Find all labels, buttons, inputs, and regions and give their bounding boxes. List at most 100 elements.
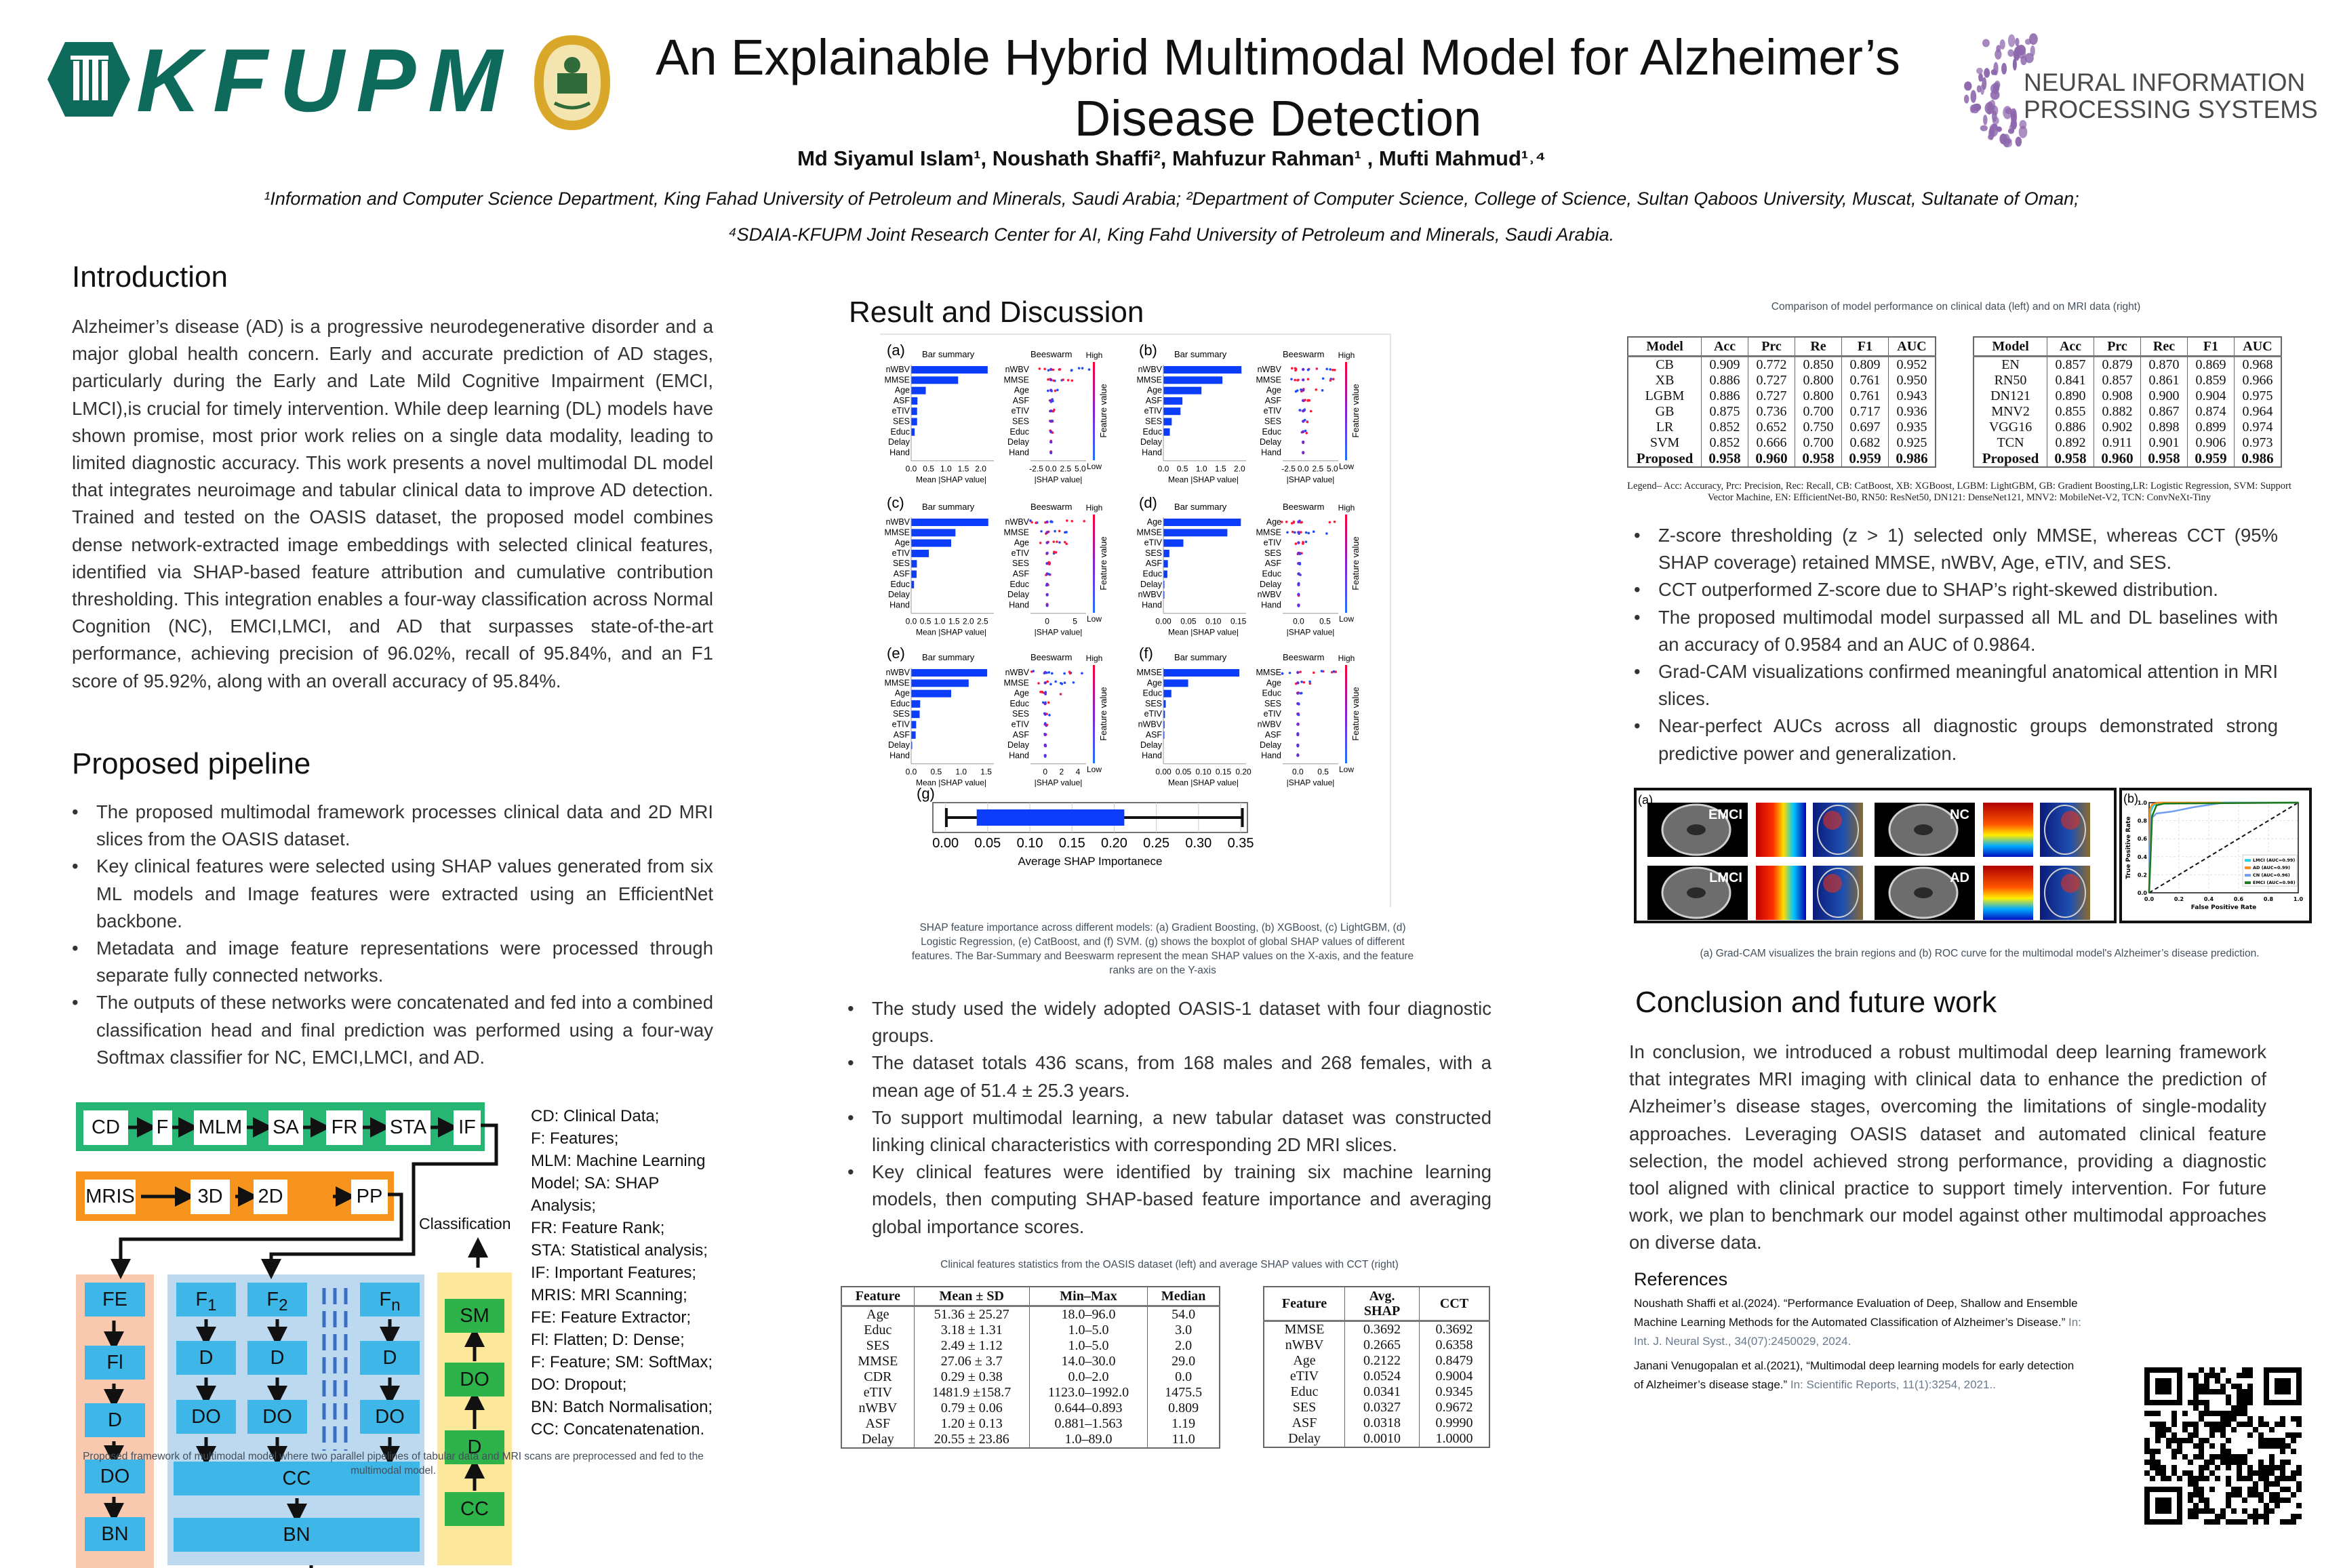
beeswarm-point (1302, 367, 1305, 371)
qr-module (2188, 1497, 2193, 1503)
qr-module (2188, 1432, 2193, 1438)
qr-module (2247, 1384, 2253, 1389)
beeswarm-point (1063, 681, 1066, 684)
beeswarm-feature-label: Age (1266, 517, 1281, 527)
qr-module (2280, 1519, 2285, 1525)
table-cell: 0.898 (2140, 420, 2188, 435)
boxplot-x-tick: 0.10 (1017, 836, 1043, 851)
qr-module (2193, 1384, 2199, 1389)
reference-source[interactable]: In: Int. J. Neural Syst., 34(07):2450029… (1634, 1316, 2081, 1348)
beeswarm-x-label: |SHAP value| (1035, 475, 1083, 485)
qr-module (2204, 1400, 2209, 1405)
qr-module (2253, 1508, 2258, 1514)
qr-module (2155, 1460, 2161, 1465)
qr-module (2285, 1443, 2291, 1449)
diagram-connectors (104, 1117, 498, 1568)
image-layer-bn: BN (85, 1517, 145, 1551)
table-cell: 0.958 (1701, 451, 1748, 467)
table-cell: 0.0 (1147, 1369, 1220, 1385)
shap-bar (911, 689, 951, 698)
beeswarm-feature-label: nWBV (1258, 365, 1282, 374)
beeswarm-point (1297, 582, 1300, 586)
feature-label: ASF (1146, 559, 1163, 568)
shap-bar (911, 731, 916, 739)
column-header: Min–Max (1028, 1287, 1148, 1307)
beeswarm-x-tick: 2.5 (1312, 464, 1323, 474)
clinical-step-if-label: IF (458, 1117, 476, 1138)
beeswarm-point (1302, 451, 1305, 454)
qr-module (2285, 1487, 2291, 1492)
column-header: Model (1628, 337, 1702, 357)
table-cell: 3.18 ± 1.31 (913, 1323, 1030, 1338)
table-cell: 0.952 (1887, 356, 1936, 373)
table-cell: 0.736 (1748, 404, 1795, 420)
boxplot-x-tick: 0.30 (1185, 836, 1211, 851)
qr-module (2220, 1454, 2226, 1460)
bar-x-tick: 0.10 (1195, 767, 1211, 777)
qr-module (2258, 1470, 2264, 1476)
feature-label: Educ (1143, 569, 1163, 579)
image-layer-bn-label: BN (101, 1523, 129, 1545)
qr-module (2296, 1481, 2302, 1487)
tabular-feature-head-label: F (195, 1289, 208, 1310)
mri-step-mris-label: MRIS (85, 1186, 135, 1207)
qr-module (2275, 1465, 2280, 1470)
table-cell: 0.79 ± 0.06 (913, 1401, 1030, 1416)
roc-x-tick: 0.0 (2144, 896, 2155, 902)
roc-legend-label: AD (AUC=0.99) (2253, 865, 2290, 870)
qr-module (2231, 1460, 2237, 1465)
reference-source[interactable]: In: Scientific Reports, 11(1):3254, 2021… (1787, 1378, 1996, 1391)
beeswarm-feature-label: Delay (1007, 740, 1030, 750)
beeswarm-point (1045, 592, 1049, 597)
image-layer-do: DO (85, 1460, 145, 1493)
comparison-legend: Legend– Acc: Accuracy, Prc: Precision, R… (1620, 481, 2298, 504)
colorbar-low-label: Low (1087, 614, 1102, 624)
beeswarm-feature-label: Delay (1007, 590, 1030, 599)
feature-label: Age (895, 538, 910, 548)
qr-module (2258, 1432, 2264, 1438)
classifier-layer-d-label: D (467, 1436, 482, 1458)
table-cell: 0.772 (1748, 356, 1795, 373)
feature-label: MMSE (885, 678, 910, 687)
beeswarm-feature-label: nWBV (1258, 590, 1282, 599)
beeswarm-title: Beeswarm (1283, 652, 1324, 662)
beeswarm-feature-label: Hand (1009, 750, 1029, 760)
qr-module (2247, 1389, 2253, 1394)
beeswarm-x-label: |SHAP value| (1287, 778, 1335, 788)
feature-label: Age (1147, 678, 1162, 687)
neurips-dot (2010, 119, 2018, 130)
table-cell: 0.697 (1841, 420, 1889, 435)
table-cell: 0.959 (1841, 451, 1889, 467)
beeswarm-feature-label: MMSE (1256, 668, 1282, 677)
neurips-dot (1982, 115, 1988, 125)
table-cell: 0.958 (2140, 451, 2188, 467)
qr-module (2150, 1465, 2155, 1470)
colorbar-title: Feature value (1350, 536, 1361, 590)
qr-module (2144, 1470, 2150, 1476)
beeswarm-point (1296, 702, 1300, 706)
overlay-hotspot (1823, 874, 1842, 893)
beeswarm-point (1304, 540, 1308, 544)
shap-caption: SHAP feature importance across different… (911, 922, 1414, 976)
beeswarm-point (1333, 520, 1336, 523)
beeswarm-point (1306, 399, 1309, 402)
colorbar-high-label: High (1338, 654, 1355, 663)
qr-code[interactable] (2144, 1367, 2302, 1525)
beeswarm-point (1302, 378, 1305, 382)
beeswarm-point (1296, 379, 1299, 382)
pipeline-bullet: Metadata and image feature representatio… (72, 935, 713, 989)
beeswarm-feature-label: ASF (1013, 730, 1030, 740)
beeswarm-point (1063, 672, 1066, 675)
beeswarm-point (1052, 379, 1055, 382)
mri-step-3d: 3D (191, 1180, 230, 1214)
table-cell: 0.874 (2186, 404, 2235, 420)
qr-code-icon[interactable] (2144, 1367, 2302, 1525)
tabular-concat-layer-label: CC (282, 1468, 311, 1489)
table-cell: 0.901 (2140, 435, 2188, 451)
qr-module (2215, 1373, 2220, 1378)
colorbar (1345, 665, 1347, 763)
table-cell: 0.986 (1887, 451, 1936, 467)
